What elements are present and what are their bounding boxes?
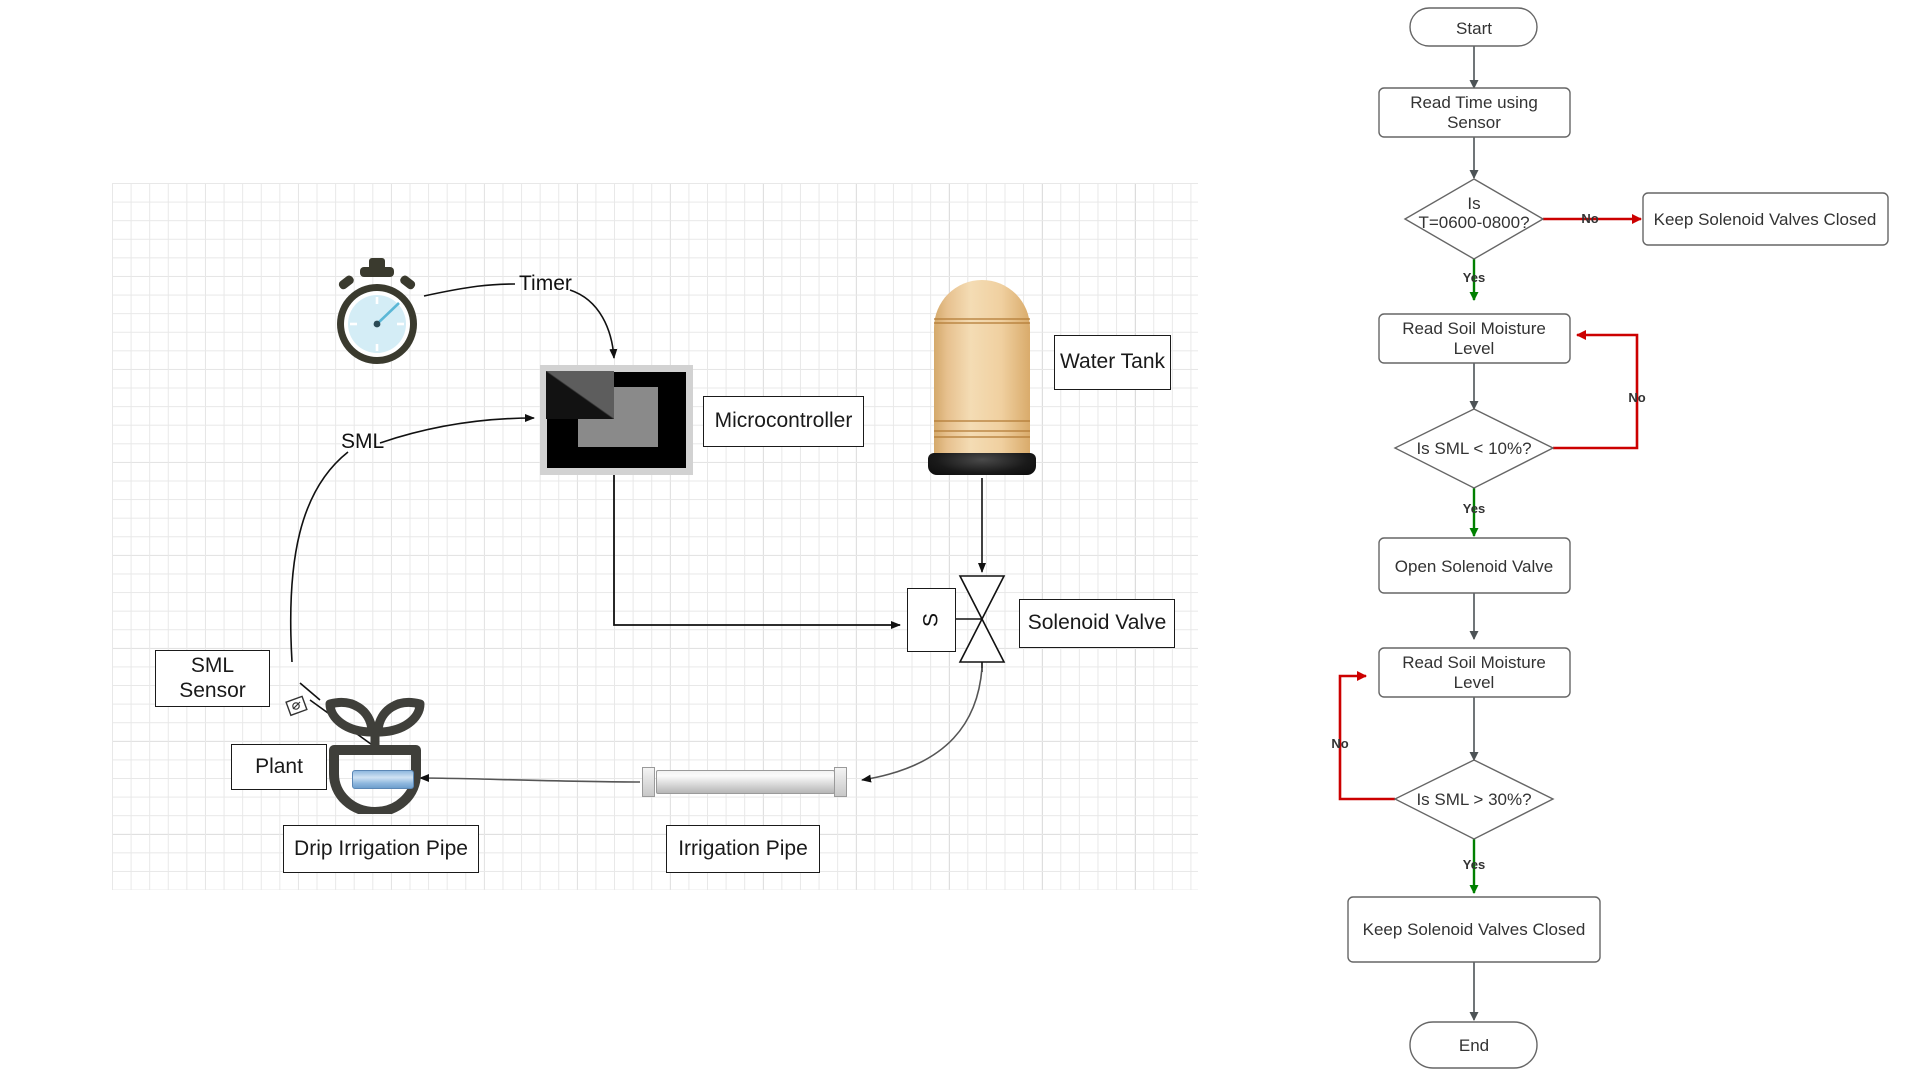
flow-node-keep-closed-2-label: Keep Solenoid Valves Closed: [1363, 920, 1586, 939]
flow-node-keep-closed-2[interactable]: Keep Solenoid Valves Closed: [1347, 896, 1601, 963]
flow-node-read-sml-1-line1: Read Soil Moisture: [1402, 319, 1546, 338]
moisture-sensor-icon: [285, 695, 308, 717]
plant-icon: [322, 688, 428, 817]
label-irrigation-pipe: Irrigation Pipe: [666, 825, 820, 873]
edge-label-is-time-yes: Yes: [1463, 270, 1485, 285]
label-plant: Plant: [231, 744, 327, 790]
flow-node-read-sml-1[interactable]: Read Soil Moisture Level: [1378, 313, 1571, 364]
flow-node-read-sml-2[interactable]: Read Soil Moisture Level: [1378, 647, 1571, 698]
drip-irrigation-pipe-icon: [352, 770, 414, 789]
flow-node-is-time-line1: Is: [1467, 194, 1480, 213]
solenoid-coil-symbol: S: [907, 588, 956, 652]
flow-node-open-valve-label: Open Solenoid Valve: [1395, 557, 1553, 576]
flow-node-start-label: Start: [1456, 19, 1492, 38]
flow-node-is-sml-gt-30[interactable]: Is SML > 30%?: [1393, 759, 1555, 840]
label-microcontroller: Microcontroller: [703, 396, 864, 447]
flow-node-is-sml-gt-30-label: Is SML > 30%?: [1416, 790, 1531, 809]
edge-label-sml-lt-10-yes: Yes: [1463, 501, 1485, 516]
irrigation-pipe-icon: [642, 767, 847, 797]
flow-node-is-sml-lt-10[interactable]: Is SML < 10%?: [1393, 408, 1555, 489]
sml-signal-label: SML: [341, 430, 385, 453]
stopwatch-icon: [327, 258, 427, 370]
flow-node-read-sml-1-line2: Level: [1454, 339, 1495, 358]
timer-signal-label: Timer: [519, 272, 572, 295]
edge-label-sml-gt-30-yes: Yes: [1463, 857, 1485, 872]
label-water-tank: Water Tank: [1054, 335, 1171, 390]
flow-node-read-time[interactable]: Read Time using Sensor: [1378, 87, 1571, 138]
flow-node-read-sml-2-line2: Level: [1454, 673, 1495, 692]
flow-node-end-label: End: [1459, 1036, 1489, 1055]
flow-node-keep-closed-1-label: Keep Solenoid Valves Closed: [1654, 210, 1877, 229]
flow-node-read-sml-2-line1: Read Soil Moisture: [1402, 653, 1546, 672]
microcontroller-icon: [540, 365, 693, 475]
flow-node-keep-closed-1[interactable]: Keep Solenoid Valves Closed: [1642, 192, 1889, 246]
label-solenoid-valve: Solenoid Valve: [1019, 599, 1175, 648]
flow-node-open-valve[interactable]: Open Solenoid Valve: [1378, 537, 1571, 594]
water-tank-icon: [928, 280, 1036, 480]
flow-node-read-time-line1: Read Time using: [1410, 93, 1538, 112]
edge-label-is-time-no: No: [1581, 211, 1598, 226]
flow-node-is-time-line2: T=0600-0800?: [1418, 213, 1529, 232]
flow-node-is-time[interactable]: Is T=0600-0800?: [1403, 178, 1545, 260]
flow-node-is-sml-lt-10-label: Is SML < 10%?: [1416, 439, 1531, 458]
edge-label-sml-gt-30-no: No: [1331, 736, 1348, 751]
flow-node-end[interactable]: End: [1409, 1021, 1538, 1069]
flow-node-read-time-line2: Sensor: [1447, 113, 1501, 132]
label-sml-sensor: SML Sensor: [155, 650, 270, 707]
flow-node-start[interactable]: Start: [1409, 7, 1538, 47]
label-drip-irrigation-pipe: Drip Irrigation Pipe: [283, 825, 479, 873]
edge-label-sml-lt-10-no: No: [1628, 390, 1645, 405]
